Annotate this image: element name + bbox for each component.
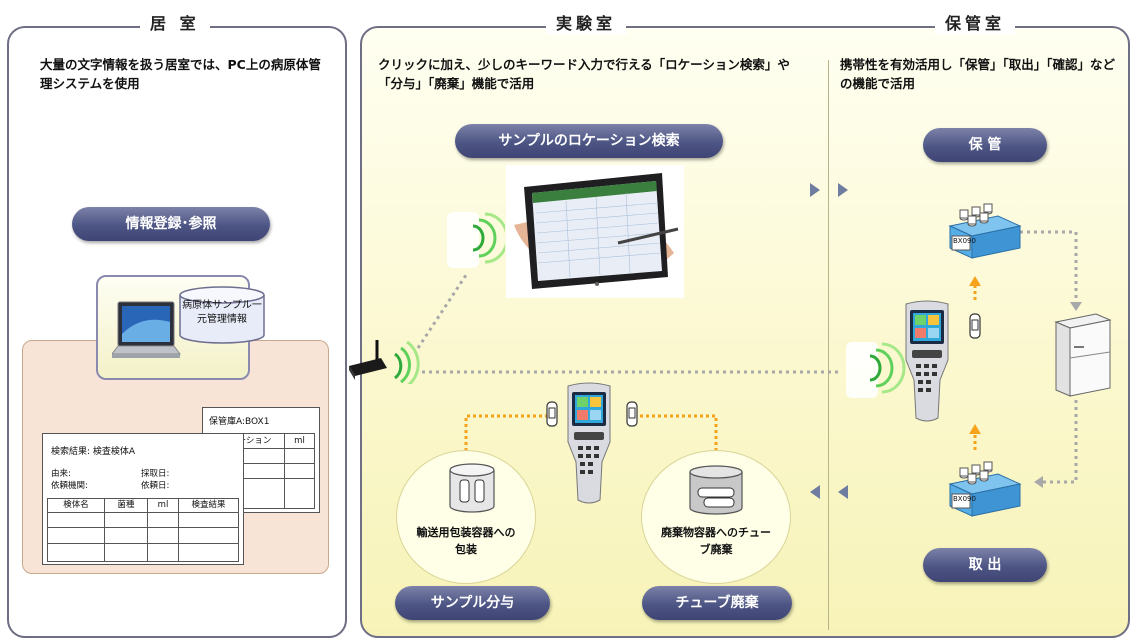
tablet-photo — [506, 165, 684, 298]
table-rule — [284, 448, 285, 508]
col-ml: ml — [148, 499, 179, 513]
tube-icon — [626, 401, 638, 427]
office-section-title: 居 室 — [140, 10, 210, 34]
location-search-button[interactable]: サンプルのロケーション検索 — [455, 124, 723, 158]
gray-arrowhead-down — [1070, 302, 1082, 311]
gray-dotted-storage-path — [1020, 230, 1078, 305]
disposal-label: 廃棄物容器へのチューブ廃棄 — [661, 526, 771, 556]
col-test-result: 検査結果 — [179, 499, 238, 513]
col-species: 菌種 — [105, 499, 148, 513]
router-icon — [349, 340, 420, 384]
field-collection-date: 採取日: — [141, 469, 170, 479]
field-requesting-org: 依頼機関: — [51, 481, 88, 491]
distribution-button[interactable]: サンプル分与 — [395, 586, 550, 620]
laptop-icon — [112, 301, 181, 358]
disposal-container-icon — [689, 465, 743, 515]
triangle-left-1 — [810, 485, 820, 499]
database-label: 病原体サンプル一元管理情報 — [182, 300, 262, 325]
packaging-circle — [396, 450, 536, 584]
sample-box-retrieval-icon — [948, 461, 1022, 517]
gray-dotted-link-tablet — [416, 271, 470, 349]
storage-description: 携帯性を有効活用し「保管」「取出」「確認」などの機能で活用 — [840, 57, 1116, 91]
office-description: 大量の文字情報を扱う居室では、PC上の病原体管理システムを使用 — [40, 57, 321, 91]
storage-box-document-title: 保管庫A:BOX1 — [209, 417, 270, 427]
info-register-button[interactable]: 情報登録･参照 — [72, 207, 270, 241]
gray-dotted-retrieval-path — [1040, 400, 1078, 484]
storage-section-title: 保管室 — [935, 10, 1016, 34]
tablet-signal-icon — [447, 212, 505, 268]
tablet-icon — [514, 173, 679, 289]
tube-icon — [969, 313, 981, 339]
table-rule — [104, 512, 105, 561]
database-cylinder-icon — [179, 286, 265, 344]
lab-storage-divider — [828, 60, 829, 630]
lab-description: クリックに加え、少しのキーワード入力で行える「ロケーション検索」や「分与」「廃棄… — [378, 57, 790, 91]
box-label-top: BX090 — [953, 237, 976, 245]
tube-disposal-button[interactable]: チューブ廃棄 — [642, 586, 792, 620]
box-label-bottom: BX090 — [953, 495, 976, 503]
transport-container-icon — [449, 463, 495, 513]
packaging-label: 輸送用包装容器への包装 — [416, 526, 516, 556]
table-rule — [48, 527, 238, 528]
handheld-terminal-storage-icon — [905, 300, 949, 422]
table-rule — [178, 512, 179, 561]
triangle-left-2 — [838, 485, 848, 499]
triangle-right-2 — [838, 183, 848, 197]
sample-box-storage-icon — [948, 203, 1022, 259]
table-rule — [48, 543, 238, 544]
orange-arrowhead-retrieval — [969, 424, 981, 434]
retrieval-button[interactable]: 取 出 — [923, 548, 1047, 582]
field-origin: 由来: — [51, 469, 71, 479]
freezer-icon — [1054, 313, 1112, 397]
orange-arrow-packaging — [464, 414, 548, 455]
orange-arrow-disposal — [640, 414, 718, 455]
field-request-date: 依頼日: — [141, 481, 170, 491]
col-sample-name: 検体名 — [48, 499, 105, 513]
table-rule — [147, 512, 148, 561]
table-rule — [208, 478, 314, 479]
search-result-table: 検体名 菌種 ml 検査結果 — [47, 498, 239, 562]
search-result-title: 検索結果: 検査検体A — [51, 447, 136, 457]
tube-icon — [546, 401, 558, 427]
storage-button[interactable]: 保 管 — [923, 128, 1047, 162]
triangle-right-1 — [810, 183, 820, 197]
handheld-terminal-lab-icon — [567, 382, 611, 504]
table-rule — [208, 463, 314, 464]
search-result-document: 検索結果: 検査検体A 由来: 採取日: 依頼機関: 依頼日: 検体名 菌種 m… — [42, 433, 244, 565]
storage-box-col-location: ロケーション — [208, 434, 285, 449]
storage-signal-icon — [846, 342, 906, 398]
orange-arrowhead-storage — [969, 276, 981, 286]
lab-section-title: 実験室 — [546, 10, 627, 34]
storage-box-col-ml: ml — [285, 434, 314, 449]
gray-arrowhead-left — [1034, 476, 1043, 488]
